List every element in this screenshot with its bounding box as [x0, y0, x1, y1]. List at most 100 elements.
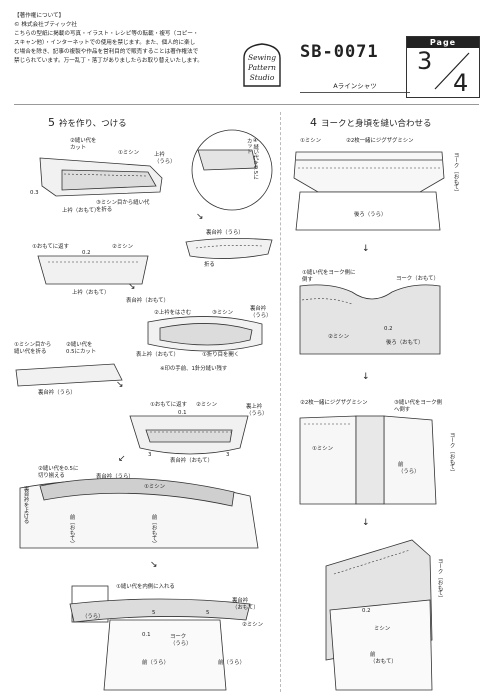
instruction-label: ヨーク（うら）: [170, 634, 192, 647]
stitch-line: [333, 549, 411, 575]
instruction-label: 折る: [204, 262, 215, 268]
instruction-label: 裏台衿（うら）: [250, 306, 272, 319]
copyright-text-line: む場合を除き、記事の複製や作品を営利目的で販売することは著作権法で: [14, 49, 199, 55]
down-arrow-icon: ↓: [362, 518, 370, 528]
down-arrow-icon: ↙: [118, 454, 126, 464]
page-number-box: Page 3 4: [406, 36, 480, 98]
stitch-line: [195, 245, 263, 249]
instruction-label: ①ミシン: [118, 150, 140, 156]
step-title: ヨークと身頃を縫い合わせる: [321, 119, 432, 129]
instruction-label: ②ミシン: [196, 402, 218, 408]
header-divider: [14, 104, 479, 105]
instruction-label: ②2枚一緒にジグザグミシン: [346, 138, 414, 144]
instruction-label: 0.1: [178, 410, 187, 416]
pattern-code: SB-0071: [300, 42, 379, 62]
upper-collar-inner: [61, 169, 157, 191]
logo-word: Studio: [250, 73, 275, 82]
down-arrow-icon: ↓: [362, 244, 370, 254]
step-number: 5: [48, 116, 55, 129]
instruction-label: ※印の手前、1針分縫い残す: [160, 366, 228, 372]
instruction-label: ①折り目を開く: [202, 352, 240, 358]
instruction-label: 後ろ（うら）: [354, 212, 387, 218]
page-label: Page: [407, 37, 479, 48]
instruction-label: 0.2: [362, 608, 371, 614]
instruction-label: 裏台衿をよける: [22, 486, 29, 524]
copyright-text-line: スキャン他）・インターネットでの使用を禁じます。また、個人的に楽し: [14, 40, 196, 46]
instruction-label: ③縫い代をヨーク側へ倒す: [394, 400, 442, 413]
column-divider: [280, 112, 281, 692]
instruction-label: ④縫い代を0.5にカット: [245, 138, 259, 180]
instruction-label: ヨーク（おもて）: [452, 152, 459, 196]
instruction-label: ②上衿をはさむ: [154, 310, 192, 316]
yoke-finish-drawing: [69, 598, 251, 623]
instruction-label: ③ミシン: [212, 310, 234, 316]
instruction-label: ミシン: [374, 626, 391, 632]
logo-word: Sewing: [248, 53, 276, 62]
instruction-label: 表台衿（おもて）: [170, 458, 213, 464]
instruction-label: ①縫い代を内側に入れる: [116, 584, 175, 590]
instruction-label: ①ミシン: [300, 138, 322, 144]
instruction-label: 5: [206, 610, 210, 616]
instruction-label: ②ミシン: [112, 244, 134, 250]
instruction-label: ①ミシン: [144, 484, 166, 490]
pattern-title: Aラインシャツ: [333, 82, 377, 90]
stitch-line: [63, 173, 147, 177]
instruction-label: 前（うら）: [218, 660, 245, 666]
instruction-label: ②ミシン: [242, 622, 264, 628]
back-body-drawing: [295, 191, 441, 231]
instruction-label: 表上衿（おもて）: [136, 352, 179, 358]
copyright-notice: 【著作権について】 © 株式会社ブティック社 こちらの型紙に掲載の写真・イラスト…: [14, 12, 236, 66]
step-title: 衿を作り、つける: [59, 119, 127, 129]
sewing-pattern-studio-logo: Sewing Pattern Studio: [243, 43, 281, 87]
instruction-label: 0.2: [384, 326, 393, 332]
instruction-label: ②2枚一緒にジグザグミシン: [300, 400, 368, 406]
instruction-label: （うら）: [82, 614, 104, 620]
instruction-label: ヨーク（おもて）: [396, 276, 439, 282]
stand-collar-inner: [159, 323, 253, 346]
instruction-label: ①おもてに返す: [150, 402, 187, 408]
instruction-label: ①ミシン: [312, 446, 334, 452]
page-current: 3: [417, 47, 433, 75]
instruction-label: 前（うら）: [398, 462, 420, 475]
instruction-label: ヨーク（おもて）: [436, 558, 443, 602]
down-arrow-icon: ↘: [128, 282, 136, 292]
finished-collar-band: [145, 429, 233, 443]
instruction-label: 裏台衿（おもて）: [232, 598, 259, 611]
instruction-label: 0.1: [142, 632, 151, 638]
copyright-owner: © 株式会社ブティック社: [14, 22, 77, 28]
instruction-label: ①おもてに返す: [32, 244, 69, 250]
front-yoke-drawing: [299, 415, 357, 505]
instruction-label: 裏台衿（うら）: [38, 390, 76, 396]
instruction-label: 3: [226, 452, 230, 458]
instruction-label: 5: [152, 610, 156, 616]
copyright-text-line: こちらの型紙に掲載の写真・イラスト・レシピ等の転載・複写（コピー・: [14, 31, 199, 37]
front-placket: [355, 415, 385, 505]
instruction-label: ①ミシン目から縫い代を折る: [14, 342, 52, 355]
instruction-label: ②縫い代を0.5に切り揃える: [38, 466, 79, 479]
under-stand-collar-drawing: [185, 238, 273, 259]
instruction-label: 表台衿（うら）: [96, 474, 134, 480]
collar-end-drawing: [15, 363, 123, 387]
instruction-label: 裏台衿（うら）: [206, 230, 244, 236]
back-joined-drawing: [299, 284, 441, 355]
stitch-line: [301, 298, 353, 305]
instruction-label: 前（おもて）: [150, 514, 157, 547]
title-underline: [300, 92, 410, 93]
front-yoke-drawing-right: [383, 415, 437, 505]
instruction-label: 表台衿（おもて）: [126, 298, 169, 304]
instruction-label: ヨーク（おもて）: [448, 432, 455, 476]
step-5-heading: 5 衿を作り、つける: [48, 116, 127, 129]
instruction-label: ③ミシン目から縫い代を折る: [96, 200, 150, 213]
finished-front-body-drawing: [329, 599, 433, 691]
instruction-label: 前（おもて）: [68, 514, 75, 547]
instruction-label: 前（おもて）: [370, 652, 397, 665]
down-arrow-icon: ↘: [196, 212, 204, 222]
step-number: 4: [310, 116, 317, 129]
instruction-label: 3: [148, 452, 152, 458]
instruction-label: ②ミシン: [328, 334, 350, 340]
yoke-back-drawing: [293, 151, 445, 193]
copyright-heading: 【著作権について】: [14, 13, 65, 19]
yoke-body-drawing: [103, 619, 227, 691]
page-total: 4: [453, 69, 469, 97]
